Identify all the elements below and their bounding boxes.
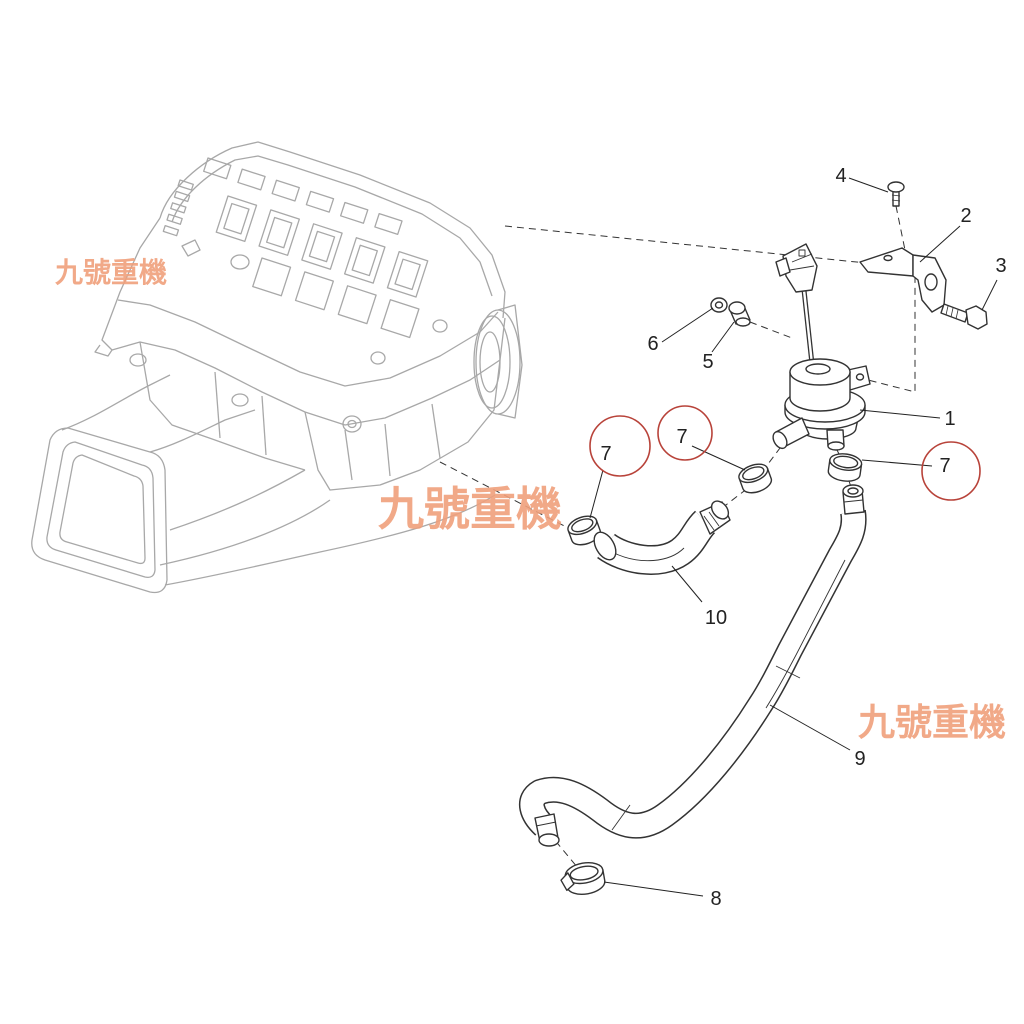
highlight-circle-7-left [589, 415, 651, 477]
callout-10: 10 [705, 607, 727, 629]
highlight-circle-7-right [921, 441, 981, 501]
callout-1: 1 [944, 408, 955, 430]
part-10-hose [593, 500, 731, 575]
watermark-center: 九號重機 [378, 482, 562, 536]
callout-5: 5 [702, 351, 713, 373]
assembly-dashed-lines [439, 205, 946, 869]
air-box-ghost [32, 142, 522, 593]
part-7-clamp-left [567, 515, 602, 546]
watermark-top-left: 九號重機 [55, 256, 167, 289]
callout-6: 6 [647, 333, 658, 355]
watermark-right: 九號重機 [858, 701, 1006, 744]
callout-3: 3 [995, 255, 1006, 277]
part-7-clamp-mid [738, 463, 773, 494]
highlight-circle-7-mid [657, 405, 713, 461]
callout-9: 9 [854, 748, 865, 770]
callout-7-left: 7 [600, 443, 611, 465]
part-4-screw [887, 181, 905, 207]
callout-8: 8 [710, 888, 721, 910]
callout-7-mid: 7 [676, 426, 687, 448]
part-2-bracket [859, 247, 947, 313]
callout-labels: 4 2 3 6 5 1 7 7 7 10 9 8 [600, 165, 1006, 910]
part-3-bolt [940, 303, 988, 330]
highlight-circles [589, 405, 981, 501]
part-1-valve [772, 243, 871, 451]
leader-lines [589, 177, 998, 897]
part-8-clamp [560, 861, 606, 895]
watermarks: 九號重機 九號重機 九號重機 [55, 256, 1006, 744]
part-7-clamp-right [827, 453, 863, 482]
callout-2: 2 [960, 205, 971, 227]
callout-4: 4 [835, 165, 846, 187]
part-9-hose [518, 484, 867, 847]
part-5-bushing [728, 301, 751, 327]
part-6-washer [710, 297, 728, 313]
parts [518, 181, 988, 895]
callout-7-right: 7 [939, 455, 950, 477]
